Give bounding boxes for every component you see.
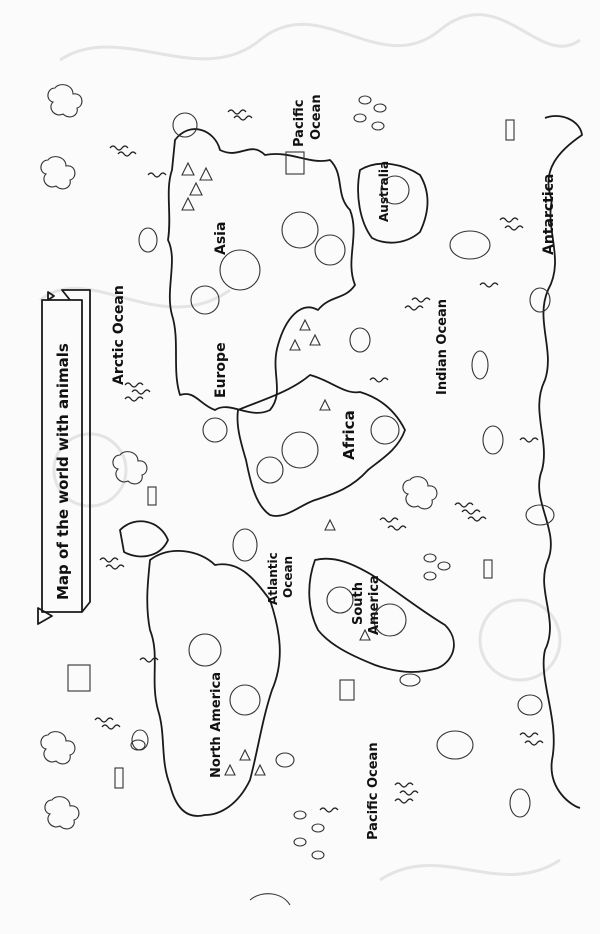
africa-outline (236, 374, 406, 517)
cloud-icons (40, 84, 438, 830)
pacific-ocean-bottom-label: Pacific Ocean (366, 742, 381, 840)
north-america-label: North America (209, 672, 224, 778)
south-america-word2: America (367, 575, 382, 635)
australia-outline (357, 162, 429, 244)
pacific-ocean-top-word1: Pacific (292, 100, 307, 147)
asia-label: Asia (213, 222, 229, 255)
pacific-ocean-top-label: Pacific Ocean (292, 94, 324, 147)
indian-ocean-label: Indian Ocean (435, 299, 450, 395)
atlantic-ocean-label: Atlantic Ocean (266, 552, 295, 605)
tree-doodles (181, 161, 371, 776)
pacific-ocean-top-word2: Ocean (309, 94, 324, 140)
ship-icons (67, 151, 531, 818)
south-america-label: South America (351, 575, 382, 635)
fish-icons (130, 95, 451, 860)
background-pattern (39, 13, 581, 882)
australia-label: Australia (377, 161, 391, 222)
south-america-outline (308, 557, 455, 673)
greenland-outline (119, 520, 169, 558)
africa-label: Africa (340, 410, 358, 460)
atlantic-ocean-word2: Ocean (281, 556, 295, 598)
eurasia-outline (167, 128, 356, 414)
map-title: Map of the world with animals (54, 343, 72, 600)
animal-doodles (131, 112, 555, 768)
south-america-word1: South (351, 582, 366, 625)
north-america-outline (146, 550, 281, 817)
antarctica-outline (538, 115, 583, 809)
arctic-ocean-label: Arctic Ocean (111, 285, 127, 385)
wave-marks (94, 109, 544, 813)
atlantic-ocean-word1: Atlantic (266, 552, 280, 605)
lighthouse-icons (114, 119, 515, 789)
antarctica-label: Antarctica (541, 174, 557, 255)
title-banner: Map of the world with animals (37, 289, 91, 625)
europe-label: Europe (213, 342, 229, 398)
island-outline (249, 893, 291, 906)
